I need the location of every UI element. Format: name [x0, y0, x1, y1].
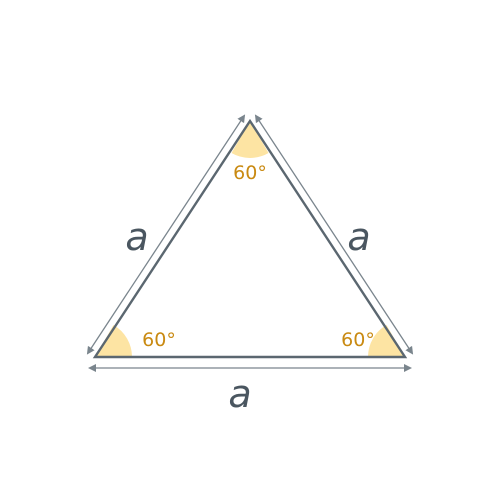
angle-label-bottom-right: 60°: [341, 329, 375, 351]
angle-label-bottom-left: 60°: [142, 329, 176, 351]
side-label-right: a: [347, 215, 370, 259]
angle-label-top: 60°: [233, 162, 267, 184]
side-label-bottom: a: [228, 372, 251, 416]
left-side-dimension-arrow: [86, 114, 246, 355]
right-side-dimension-arrow: [254, 114, 414, 355]
side-label-left: a: [125, 215, 148, 259]
